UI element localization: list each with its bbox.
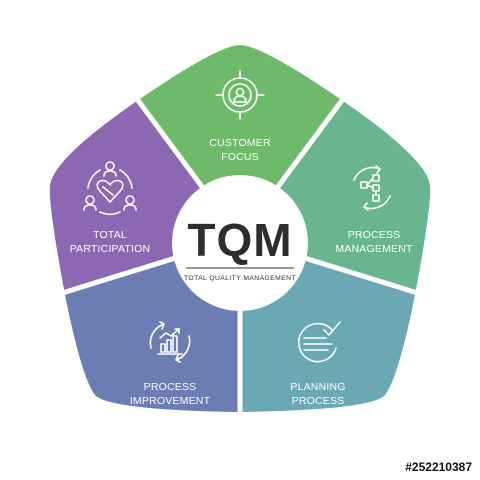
stock-id-label: #252210387 [405,460,472,474]
center-title: TQM [187,214,292,266]
label-process-management-2: MANAGEMENT [335,243,413,255]
center-circle [172,175,308,311]
planning-checklist-icon [297,321,341,363]
label-planning-process-1: PLANNING [290,381,345,393]
label-customer-focus-1: CUSTOMER [209,137,271,149]
label-planning-process-2: PROCESS [292,395,345,407]
label-process-management-1: PROCESS [348,229,401,241]
center-subtitle: TOTAL QUALITY MANAGEMENT [184,275,296,282]
bar-chart-growth-icon [149,321,191,363]
label-total-participation-1: TOTAL [93,229,127,241]
team-heart-icon [83,161,137,215]
segment-customer-focus [137,45,343,238]
target-person-icon [215,70,265,120]
label-total-participation-2: PARTICIPATION [70,243,151,255]
process-flow-icon [353,165,391,211]
label-process-improvement-1: PROCESS [144,381,197,393]
label-customer-focus-2: FOCUS [221,151,259,163]
label-process-improvement-2: IMPROVEMENT [130,395,211,407]
